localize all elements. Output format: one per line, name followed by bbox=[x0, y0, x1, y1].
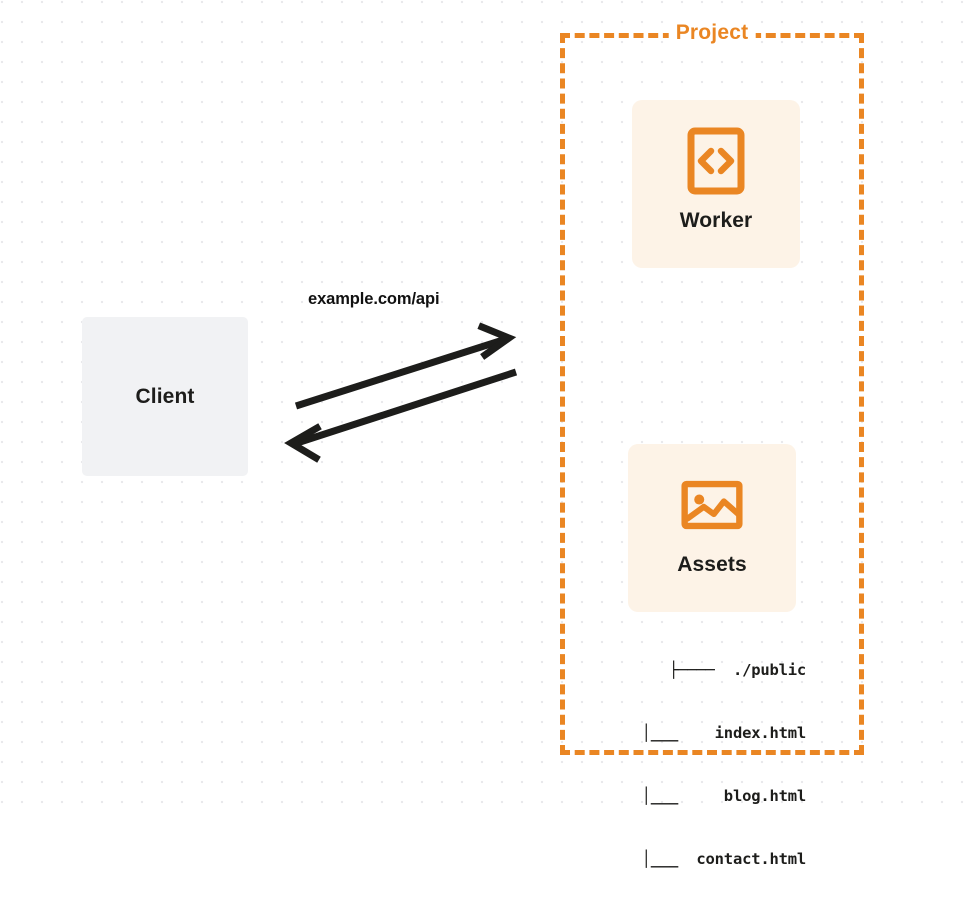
file-tree-row: ├──── ./public bbox=[669, 661, 806, 679]
assets-card-label: Assets bbox=[677, 553, 747, 576]
request-arrow bbox=[294, 322, 517, 410]
client-node[interactable]: Client bbox=[82, 317, 248, 476]
connector-label: example.com/api bbox=[308, 290, 440, 308]
code-brackets-icon bbox=[685, 127, 747, 195]
file-tree-row: │___ blog.html bbox=[623, 787, 807, 805]
file-tree-row: │___ contact.html bbox=[623, 850, 807, 868]
response-arrow bbox=[284, 368, 518, 463]
worker-card[interactable]: Worker bbox=[632, 100, 800, 268]
diagram-canvas: Client example.com/api Project Worker bbox=[0, 0, 980, 868]
file-tree-row: │___ index.html bbox=[623, 724, 807, 742]
project-title: Project bbox=[668, 21, 756, 45]
assets-file-tree: ├──── ./public │___ index.html │___ blog… bbox=[600, 618, 807, 912]
image-picture-icon bbox=[681, 471, 743, 539]
worker-card-label: Worker bbox=[679, 209, 753, 232]
client-node-label: Client bbox=[135, 384, 195, 408]
assets-card[interactable]: Assets bbox=[628, 444, 796, 612]
